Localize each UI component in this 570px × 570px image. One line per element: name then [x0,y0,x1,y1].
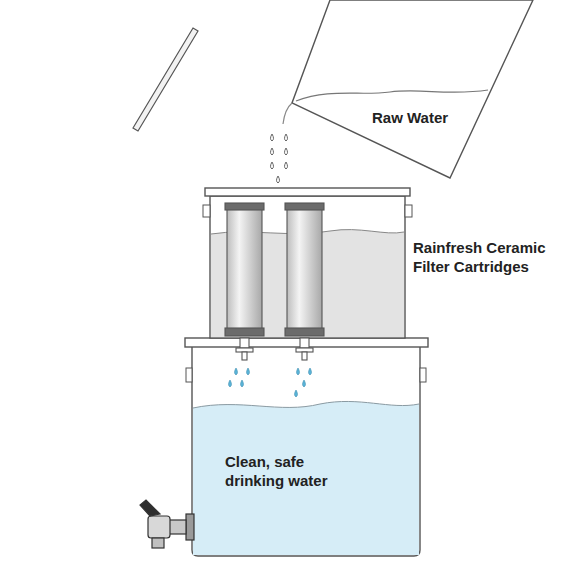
cartridge-cap [225,203,264,210]
tap-stem [168,520,186,534]
spout-nut [236,348,253,352]
pitcher-label: Raw Water [372,108,492,127]
tap-flange [186,514,194,540]
cartridge-cap [285,328,324,336]
lower-container [185,338,428,556]
cartridge [287,206,322,332]
tap-body [148,516,170,538]
pitcher-water-line [296,90,488,101]
spout [300,338,309,348]
pitcher-outline [292,0,533,178]
pitcher [283,0,533,178]
tap [140,500,194,548]
spout-nut [296,348,313,352]
spout-tip [242,352,247,360]
upper-rim [205,188,410,196]
lower-rim [185,338,428,347]
lower-handle [186,368,192,382]
clean-water [193,401,419,555]
tap-handle [140,500,160,516]
upper-container [203,188,412,338]
upper-handle [405,205,412,217]
lid-rod [133,28,198,131]
spout-tip [302,352,307,360]
clean-water-line [193,401,419,408]
raw-drops [271,134,288,183]
lower-body [192,346,420,556]
cartridge-cap [225,328,264,336]
ceramic-cartridges [225,203,324,360]
cartridge-label: Rainfresh Ceramic Filter Cartridges [413,238,559,276]
upper-handle [203,205,210,217]
clean-water-label: Clean, safe drinking water [225,452,343,490]
tap-nozzle [152,538,164,548]
lid-rod-body [133,28,198,131]
cartridge [227,206,262,332]
pouring-stream [283,103,292,124]
upper-body [210,196,405,338]
lower-handle [420,368,426,382]
clean-drops [229,368,312,397]
spout [240,338,249,348]
cartridge-cap [285,203,324,210]
